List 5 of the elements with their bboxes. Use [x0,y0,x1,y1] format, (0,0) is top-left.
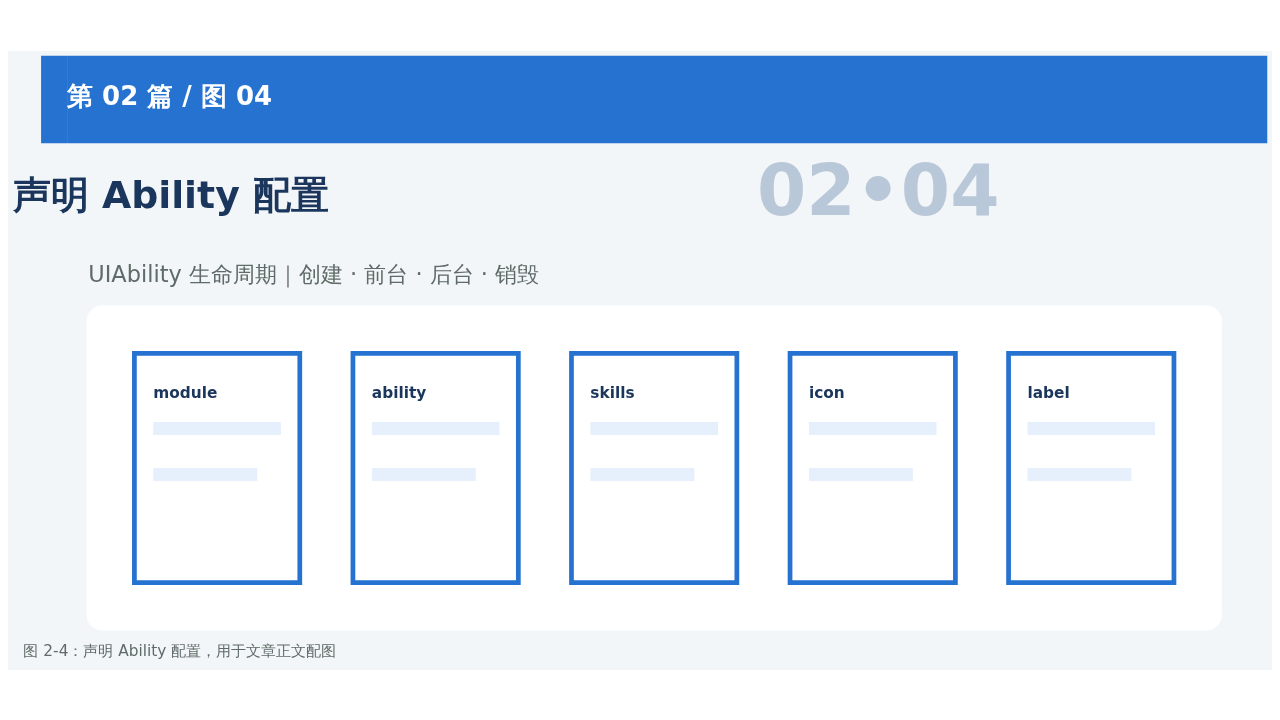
label: 第 02 篇 / 图 04 [67,80,273,111]
caption: 图 2-4：声明 Ability 配置，用于文章正文配图 [23,641,337,660]
label: UIAbility 生命周期｜创建 · 前台 · 后台 · 销毁 [88,260,540,287]
label: 02•04 [756,148,1000,232]
diagram-title: 声明 Ability 配置 [12,172,329,217]
